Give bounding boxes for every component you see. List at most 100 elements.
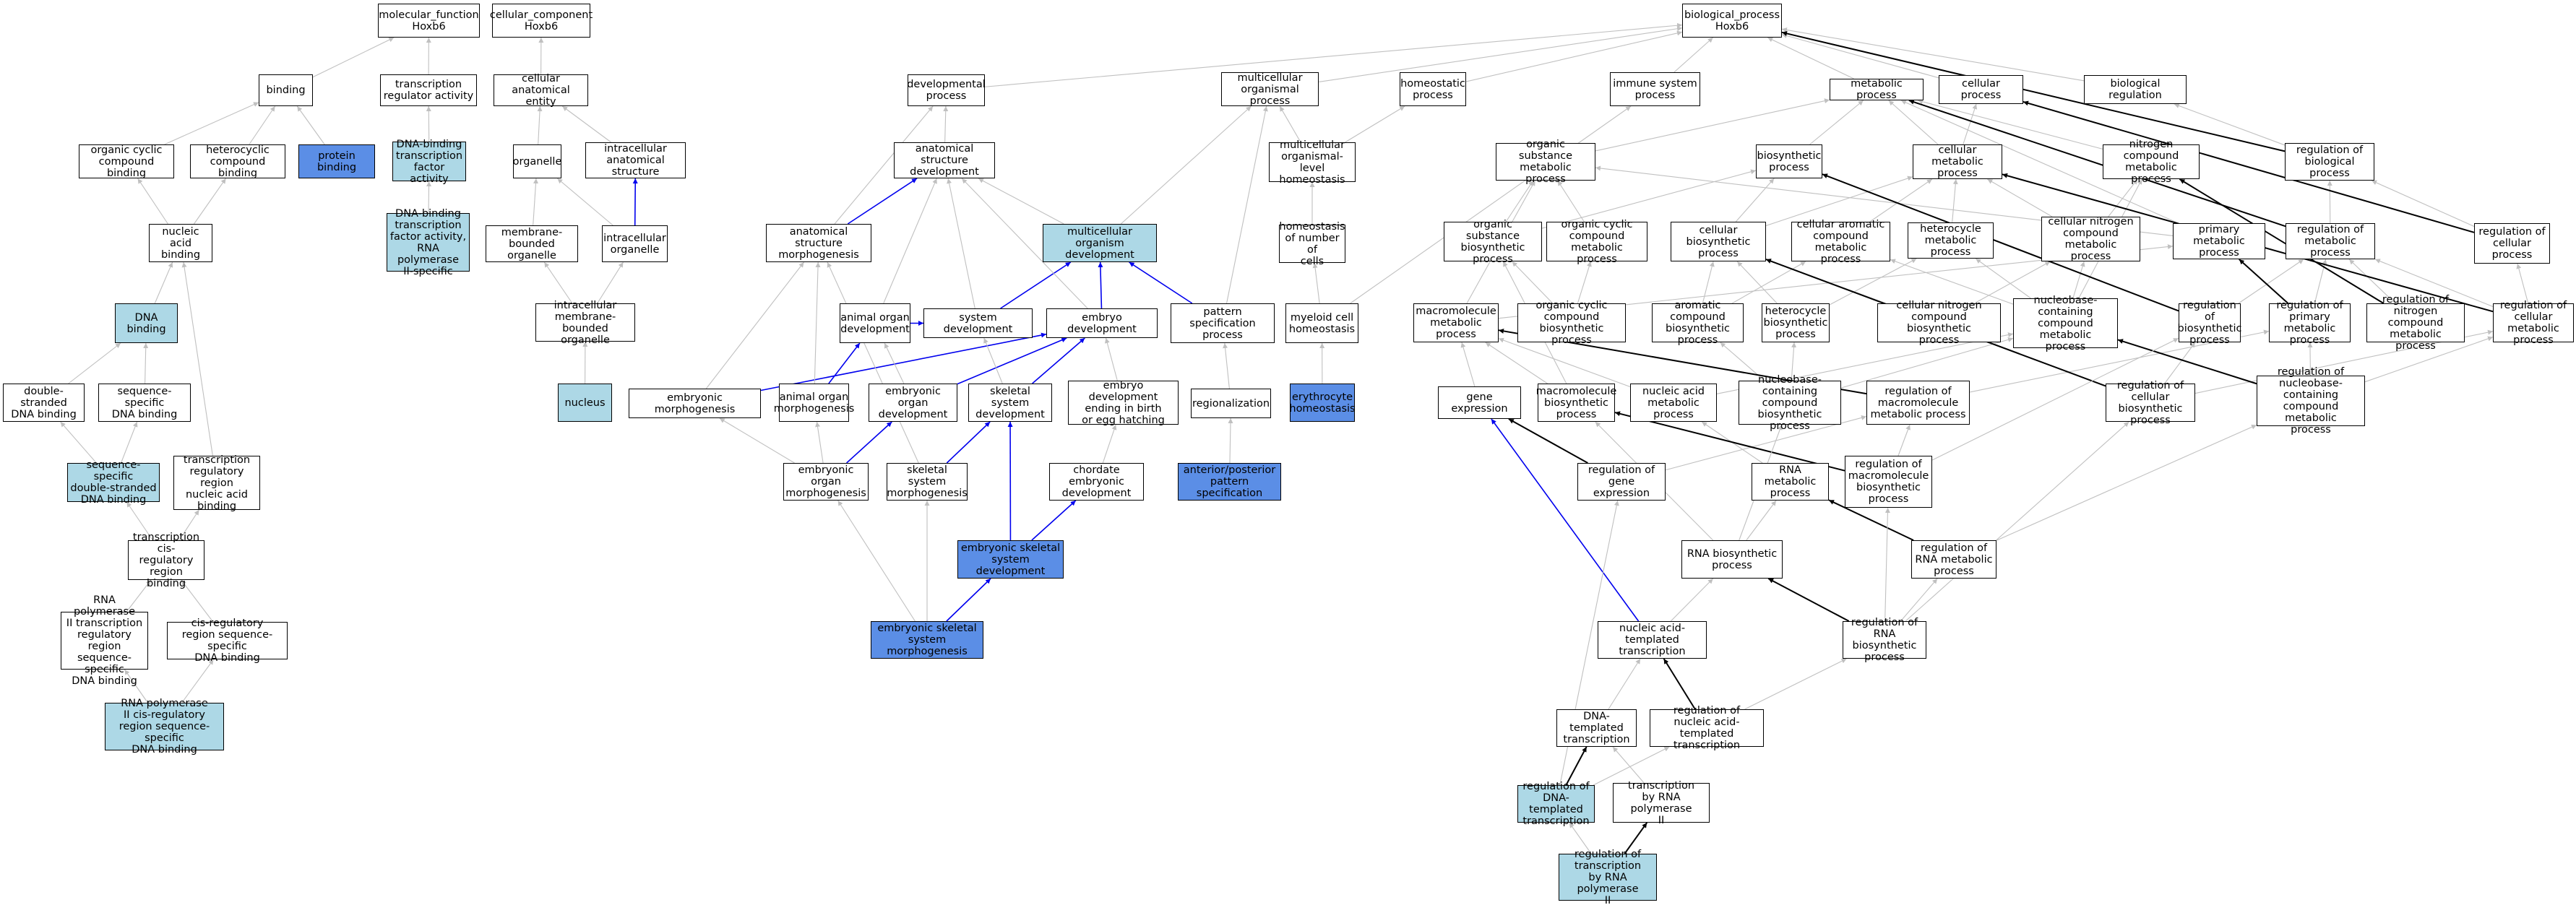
- go-term-node-hmp[interactable]: heterocycle metabolic process: [1908, 222, 1994, 259]
- go-term-node-rcp[interactable]: regulation of cellular process: [2474, 223, 2550, 264]
- go-term-node-tcrb[interactable]: transcription cis-regulatory region bind…: [128, 532, 204, 589]
- go-term-node-io[interactable]: intracellular organelle: [602, 225, 668, 262]
- go-term-node-ssd[interactable]: skeletal system development: [968, 384, 1052, 422]
- go-term-node-dtt[interactable]: DNA-templated transcription: [1556, 709, 1637, 747]
- go-term-node-cae[interactable]: cellular anatomical entity: [494, 73, 588, 108]
- go-term-node-occmp[interactable]: organic cyclic compound metabolic proces…: [1546, 219, 1647, 265]
- go-term-node-rdtt[interactable]: regulation of DNA-templated transcriptio…: [1517, 781, 1595, 827]
- go-term-node-trp2[interactable]: transcription by RNA polymerase II: [1613, 780, 1710, 826]
- go-term-node-osbp[interactable]: organic substance biosynthetic process: [1444, 219, 1542, 265]
- go-term-node-mmp[interactable]: macromolecule metabolic process: [1413, 303, 1499, 342]
- go-term-node-mbo[interactable]: membrane-bounded organelle: [486, 225, 578, 262]
- go-term-node-embdev[interactable]: embryo development: [1046, 308, 1158, 338]
- go-term-node-mlh[interactable]: multicellular organismal-level homeostas…: [1269, 139, 1356, 186]
- go-term-node-ncmp[interactable]: nitrogen compound metabolic process: [2103, 139, 2200, 185]
- go-term-node-hnc[interactable]: homeostasis of number of cells: [1279, 220, 1345, 267]
- go-term-node-esm[interactable]: embryonic skeletal system morphogenesis: [871, 621, 983, 659]
- go-term-node-cncmp[interactable]: cellular nitrogen compound metabolic pro…: [2041, 216, 2140, 262]
- go-term-node-ccbp[interactable]: organic cyclic compound biosynthetic pro…: [1517, 300, 1626, 346]
- go-term-node-nbcbp[interactable]: nucleobase-containing compound biosynthe…: [1739, 374, 1841, 432]
- go-term-node-mf[interactable]: molecular_function Hoxb6: [378, 4, 480, 38]
- go-term-node-rpmp[interactable]: regulation of primary metabolic process: [2269, 300, 2351, 346]
- go-term-node-emorph[interactable]: embryonic morphogenesis: [629, 389, 761, 418]
- go-term-node-rtrp2[interactable]: regulation of transcription by RNA polym…: [1559, 849, 1657, 905]
- go-term-node-osmp[interactable]: organic substance metabolic process: [1496, 139, 1595, 185]
- go-term-node-rnbcmp[interactable]: regulation of nucleobase-containing comp…: [2257, 366, 2365, 436]
- go-term-node-rrmp[interactable]: regulation of RNA metabolic process: [1911, 540, 1996, 579]
- go-term-node-cbp[interactable]: cellular biosynthetic process: [1671, 222, 1766, 261]
- go-term-node-org-cyc-bind[interactable]: organic cyclic compound binding: [79, 144, 174, 179]
- go-term-node-mch[interactable]: myeloid cell homeostasis: [1285, 303, 1358, 343]
- go-term-node-acbp[interactable]: aromatic compound biosynthetic process: [1652, 300, 1744, 346]
- go-term-node-prot-bind[interactable]: protein binding: [298, 144, 375, 178]
- go-term-node-asd[interactable]: anatomical structure development: [894, 142, 995, 178]
- go-term-node-binding[interactable]: binding: [259, 74, 313, 106]
- go-term-node-nbcmp[interactable]: nucleobase-containing compound metabolic…: [2013, 295, 2118, 352]
- go-term-node-pmp[interactable]: primary metabolic process: [2173, 223, 2265, 259]
- go-term-node-aps[interactable]: anterior/posterior pattern specification: [1178, 463, 1281, 501]
- go-term-node-cell-proc[interactable]: cellular process: [1939, 75, 2023, 104]
- go-term-node-bio-reg[interactable]: biological regulation: [2084, 75, 2187, 104]
- go-term-node-ssm[interactable]: skeletal system morphogenesis: [887, 463, 968, 501]
- go-term-node-dbtf[interactable]: DNA-binding transcription factor activit…: [392, 139, 466, 185]
- go-term-node-asm[interactable]: anatomical structure morphogenesis: [766, 224, 871, 262]
- go-term-node-gene-exp[interactable]: gene expression: [1438, 386, 1521, 419]
- go-term-node-rcbp[interactable]: regulation of cellular biosynthetic proc…: [2106, 380, 2195, 426]
- go-term-node-aom[interactable]: animal organ morphogenesis: [774, 384, 854, 422]
- go-term-node-nab[interactable]: nucleic acid binding: [149, 224, 212, 262]
- go-term-node-organelle[interactable]: organelle: [513, 144, 561, 178]
- go-term-node-ssdb[interactable]: sequence-specific DNA binding: [98, 384, 191, 422]
- go-term-node-trans-reg[interactable]: transcription regulator activity: [380, 74, 477, 106]
- go-term-node-homeo-proc[interactable]: homeostatic process: [1400, 72, 1466, 106]
- go-term-node-ery[interactable]: erythrocyte homeostasis: [1289, 384, 1356, 422]
- go-term-node-edb[interactable]: embryo development ending in birth or eg…: [1068, 380, 1179, 426]
- go-term-node-ssdsdb[interactable]: sequence-specific double-stranded DNA bi…: [67, 459, 160, 506]
- go-term-node-cncbp[interactable]: cellular nitrogen compound biosynthetic …: [1877, 300, 2001, 346]
- go-term-node-cmp[interactable]: cellular metabolic process: [1913, 144, 2002, 179]
- go-term-node-dev-proc[interactable]: developmental process: [907, 74, 986, 106]
- go-term-node-bp[interactable]: biological_process Hoxb6: [1682, 4, 1782, 38]
- go-term-node-imbo[interactable]: intracellular membrane-bounded organelle: [535, 300, 635, 346]
- go-term-node-rmbp[interactable]: regulation of macromolecule biosynthetic…: [1845, 456, 1932, 508]
- go-term-node-immune[interactable]: immune system process: [1610, 72, 1700, 106]
- go-term-node-rbsp[interactable]: regulation of biosynthetic process: [2177, 300, 2242, 346]
- go-term-node-rp2cis[interactable]: RNA polymerase II cis-regulatory region …: [105, 698, 224, 755]
- go-term-node-regionalization[interactable]: regionalization: [1191, 389, 1271, 418]
- go-term-node-nucleus[interactable]: nucleus: [558, 384, 612, 422]
- go-term-node-ced[interactable]: chordate embryonic development: [1049, 463, 1144, 501]
- go-term-node-dsdb[interactable]: double-stranded DNA binding: [3, 384, 85, 422]
- go-term-node-mbp[interactable]: macromolecule biosynthetic process: [1536, 384, 1616, 422]
- go-term-node-cacmp[interactable]: cellular aromatic compound metabolic pro…: [1791, 219, 1890, 265]
- go-term-node-rmmp[interactable]: regulation of macromolecule metabolic pr…: [1866, 381, 1970, 425]
- go-term-node-mod[interactable]: multicellular organism development: [1043, 224, 1157, 262]
- go-term-node-rp2[interactable]: RNA polymerase II transcription regulato…: [61, 594, 148, 687]
- go-term-node-nat[interactable]: nucleic acid-templated transcription: [1598, 621, 1707, 659]
- go-term-node-metab[interactable]: metabolic process: [1830, 78, 1924, 101]
- go-term-node-rrbp[interactable]: regulation of RNA biosynthetic process: [1843, 617, 1926, 663]
- go-term-node-rmp[interactable]: regulation of metabolic process: [2286, 223, 2375, 259]
- go-term-node-ias[interactable]: intracellular anatomical structure: [585, 142, 686, 178]
- go-term-node-eomorph[interactable]: embryonic organ morphogenesis: [783, 463, 869, 501]
- go-term-node-rbp[interactable]: regulation of biological process: [2285, 143, 2374, 181]
- go-term-node-rge[interactable]: regulation of gene expression: [1577, 463, 1666, 501]
- go-term-node-crssdb[interactable]: cis-regulatory region sequence-specific …: [167, 618, 288, 664]
- go-term-node-namp[interactable]: nucleic acid metabolic process: [1630, 384, 1717, 422]
- go-term-node-dna-bind[interactable]: DNA binding: [115, 303, 178, 343]
- go-term-node-sysdev[interactable]: system development: [923, 308, 1033, 338]
- go-term-node-aod[interactable]: animal organ development: [840, 303, 910, 343]
- go-term-node-hbp[interactable]: heterocycle biosynthetic process: [1762, 303, 1830, 342]
- go-term-node-rnat[interactable]: regulation of nucleic acid-templated tra…: [1650, 705, 1764, 751]
- go-term-node-cc[interactable]: cellular_component Hoxb6: [490, 4, 593, 38]
- go-term-node-dbtf-pol2[interactable]: DNA-binding transcription factor activit…: [387, 208, 470, 277]
- go-term-node-multi-proc[interactable]: multicellular organismal process: [1221, 72, 1319, 107]
- go-term-node-het-bind[interactable]: heterocyclic compound binding: [190, 144, 285, 179]
- go-term-node-rnabp[interactable]: RNA biosynthetic process: [1681, 540, 1783, 579]
- go-term-node-biosyn[interactable]: biosynthetic process: [1756, 144, 1822, 178]
- go-term-node-esd[interactable]: embryonic skeletal system development: [957, 540, 1064, 579]
- go-term-node-eod[interactable]: embryonic organ development: [869, 384, 957, 422]
- go-term-node-rcmp[interactable]: regulation of cellular metabolic process: [2493, 300, 2574, 346]
- go-term-node-trrnab[interactable]: transcription regulatory region nucleic …: [173, 454, 260, 512]
- go-term-node-pat-spec[interactable]: pattern specification process: [1171, 303, 1275, 343]
- go-term-node-rncmp[interactable]: regulation of nitrogen compound metaboli…: [2366, 294, 2465, 352]
- go-term-node-rnamp[interactable]: RNA metabolic process: [1752, 463, 1829, 501]
